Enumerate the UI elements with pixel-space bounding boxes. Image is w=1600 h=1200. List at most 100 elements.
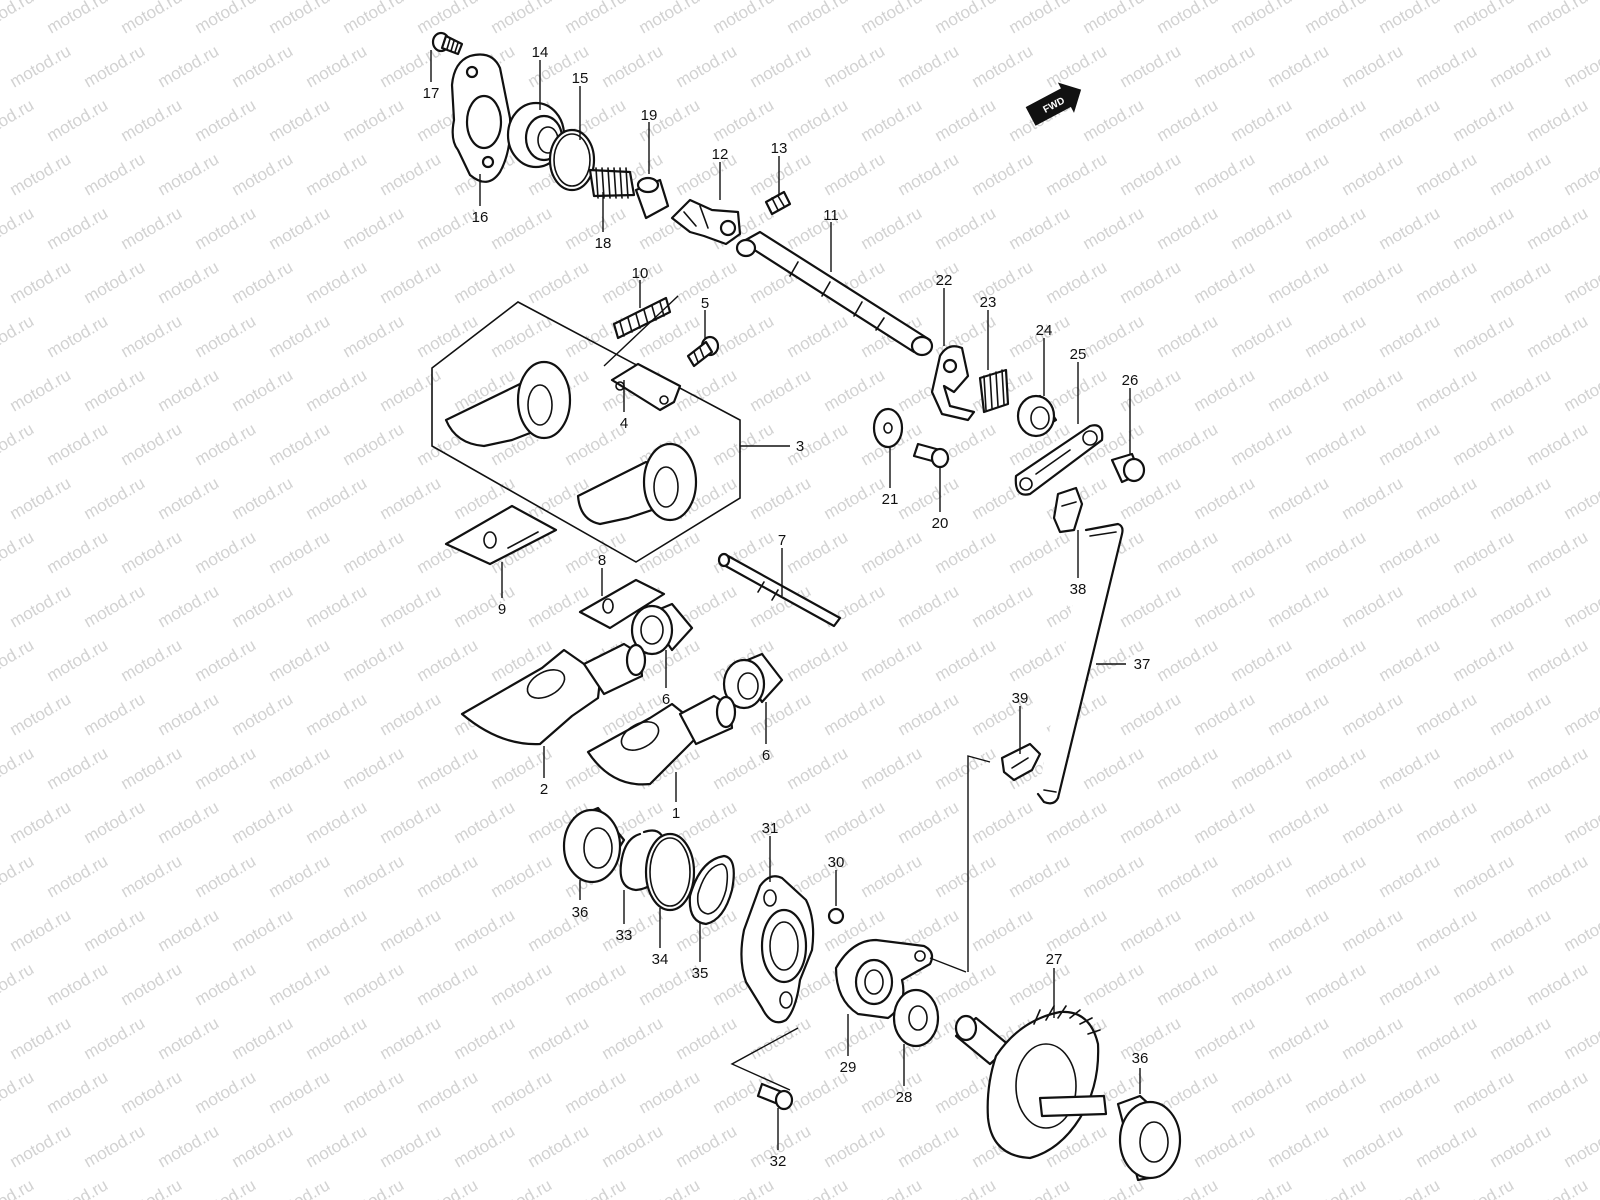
watermark-text: motod.ru: [1450, 527, 1518, 577]
watermark-text: motod.ru: [1154, 635, 1222, 685]
watermark-text: motod.ru: [192, 0, 260, 37]
watermark-text: motod.ru: [1006, 1175, 1074, 1200]
watermark-text: motod.ru: [1376, 959, 1444, 1009]
watermark-text: motod.ru: [1524, 1067, 1592, 1117]
callout-11: 11: [823, 207, 839, 224]
part-31-cover-plate: [740, 875, 815, 1024]
watermark-text: motod.ru: [1117, 797, 1185, 847]
callout-35: 35: [692, 965, 709, 982]
callout-27: 27: [1046, 951, 1063, 968]
watermark-text: motod.ru: [747, 365, 815, 415]
watermark-text: motod.ru: [0, 311, 37, 361]
watermark-text: motod.ru: [1302, 743, 1370, 793]
callout-5: 5: [701, 295, 709, 312]
leader-lines: [430, 50, 1141, 1150]
watermark-text: motod.ru: [895, 689, 963, 739]
watermark-text: motod.ru: [81, 1121, 149, 1171]
watermark-text: motod.ru: [1524, 203, 1592, 253]
part-10-spring: [612, 296, 672, 340]
watermark-text: motod.ru: [969, 905, 1037, 955]
watermark-text: motod.ru: [488, 1067, 556, 1117]
watermark-text: motod.ru: [0, 419, 37, 469]
watermark-text: motod.ru: [451, 257, 519, 307]
watermark-text: motod.ru: [1228, 959, 1296, 1009]
watermark-text: motod.ru: [858, 743, 926, 793]
callout-12: 12: [712, 146, 729, 163]
watermark-text: motod.ru: [377, 797, 445, 847]
watermark-text: motod.ru: [414, 851, 482, 901]
part-34-o-ring: [644, 832, 696, 912]
watermark-text: motod.ru: [1413, 473, 1481, 523]
watermark-text: motod.ru: [1487, 797, 1555, 847]
watermark-text: motod.ru: [118, 635, 186, 685]
watermark-text: motod.ru: [1339, 149, 1407, 199]
callout-31: 31: [762, 820, 779, 837]
watermark-text: motod.ru: [0, 743, 37, 793]
watermark-text: motod.ru: [303, 1121, 371, 1171]
watermark-text: motod.ru: [1524, 635, 1592, 685]
watermark-text: motod.ru: [747, 41, 815, 91]
watermark-text: motod.ru: [44, 635, 112, 685]
part-32-screw: [756, 1082, 794, 1111]
watermark-text: motod.ru: [451, 797, 519, 847]
watermark-text: motod.ru: [81, 689, 149, 739]
watermark-text: motod.ru: [1450, 311, 1518, 361]
watermark-text: motod.ru: [1191, 149, 1259, 199]
watermark-text: motod.ru: [1524, 1175, 1592, 1200]
watermark-text: motod.ru: [784, 1175, 852, 1200]
watermark-text: motod.ru: [155, 689, 223, 739]
watermark-text: motod.ru: [1265, 581, 1333, 631]
watermark-text: motod.ru: [377, 257, 445, 307]
watermark-text: motod.ru: [1376, 203, 1444, 253]
watermark-text: motod.ru: [1228, 0, 1296, 37]
watermark-text: motod.ru: [155, 905, 223, 955]
watermark-text: motod.ru: [7, 1013, 75, 1063]
callout-30: 30: [828, 854, 845, 871]
part-38-clip: [1052, 486, 1084, 534]
watermark-text: motod.ru: [44, 1067, 112, 1117]
watermark-text: motod.ru: [1006, 527, 1074, 577]
watermark-text: motod.ru: [44, 527, 112, 577]
watermark-text: motod.ru: [118, 743, 186, 793]
watermark-text: motod.ru: [303, 689, 371, 739]
watermark-text: motod.ru: [0, 203, 37, 253]
watermark-text: motod.ru: [7, 1121, 75, 1171]
watermark-text: motod.ru: [1561, 797, 1600, 847]
watermark-text: motod.ru: [1376, 851, 1444, 901]
watermark-text: motod.ru: [1080, 203, 1148, 253]
watermark-text: motod.ru: [414, 959, 482, 1009]
watermark-text: motod.ru: [1043, 797, 1111, 847]
watermark-text: motod.ru: [1450, 1175, 1518, 1200]
watermark-text: motod.ru: [1376, 0, 1444, 37]
watermark-text: motod.ru: [303, 149, 371, 199]
part-6-bushing-upper: [630, 602, 694, 656]
watermark-text: motod.ru: [1302, 1175, 1370, 1200]
watermark-text: motod.ru: [1339, 581, 1407, 631]
part-36-bearing-right: [1116, 1094, 1182, 1182]
watermark-text: motod.ru: [1265, 365, 1333, 415]
watermark-text: motod.ru: [1191, 1121, 1259, 1171]
watermark-text: motod.ru: [1487, 473, 1555, 523]
watermark-text: motod.ru: [932, 527, 1000, 577]
watermark-text: motod.ru: [1487, 905, 1555, 955]
watermark-text: motod.ru: [784, 95, 852, 145]
watermark-text: motod.ru: [266, 419, 334, 469]
watermark-text: motod.ru: [1487, 689, 1555, 739]
callout-15: 15: [572, 70, 589, 87]
watermark-text: motod.ru: [1228, 1067, 1296, 1117]
watermark-text: motod.ru: [0, 95, 37, 145]
callout-9: 9: [498, 601, 506, 618]
watermark-text: motod.ru: [710, 311, 778, 361]
watermark-text: motod.ru: [229, 581, 297, 631]
watermark-text: motod.ru: [266, 0, 334, 37]
watermark-text: motod.ru: [1080, 311, 1148, 361]
watermark-text: motod.ru: [266, 851, 334, 901]
watermark-text: motod.ru: [44, 203, 112, 253]
watermark-text: motod.ru: [525, 581, 593, 631]
watermark-text: motod.ru: [377, 473, 445, 523]
watermark-text: motod.ru: [1191, 581, 1259, 631]
watermark-text: motod.ru: [229, 797, 297, 847]
watermark-text: motod.ru: [377, 149, 445, 199]
watermark-text: motod.ru: [1117, 41, 1185, 91]
watermark-text: motod.ru: [0, 1175, 37, 1200]
